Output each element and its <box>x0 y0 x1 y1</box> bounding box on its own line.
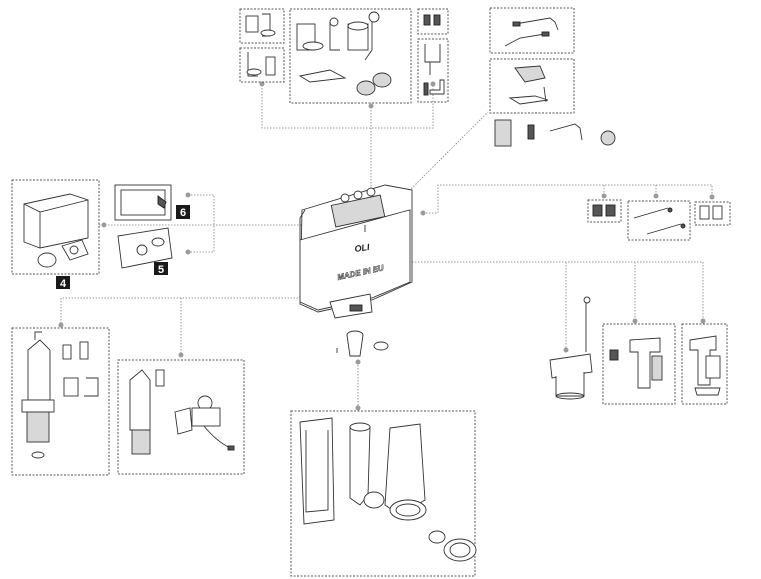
leader-wall-clips <box>423 184 713 214</box>
group-actuator-brackets-small-bottom[interactable] <box>239 47 285 83</box>
hose-part[interactable] <box>549 123 583 141</box>
group-fill-valve-kit-a[interactable] <box>602 323 676 405</box>
group-bracket-kit-right[interactable] <box>417 38 449 103</box>
group-hoses-kit[interactable] <box>489 7 575 54</box>
cistern-brand: OLI <box>354 242 371 254</box>
group-wall-clips-right[interactable] <box>694 201 731 226</box>
leader-top-brackets <box>261 82 434 129</box>
callout-5-badge <box>154 262 168 275</box>
frame-part-6[interactable] <box>114 184 172 221</box>
group-wall-clips-left[interactable] <box>587 199 622 223</box>
group-flush-pipe-kit[interactable] <box>290 410 477 577</box>
leader-flush-valve-pneumatic <box>60 297 322 325</box>
filter-cap[interactable] <box>600 130 616 146</box>
group-fixing-rods-kit[interactable] <box>627 200 691 241</box>
leader-top-right-diagonal <box>389 111 489 211</box>
group-screws-kit[interactable] <box>417 8 449 35</box>
mounting-plate-part-5[interactable] <box>117 227 173 269</box>
fill-valve-float-assembly[interactable] <box>549 296 593 400</box>
group-flush-valve-kit-electronic[interactable] <box>117 359 245 475</box>
callout-6-label: 6 <box>180 207 186 219</box>
callout-4-badge <box>56 276 70 289</box>
o-ring[interactable] <box>373 341 389 351</box>
callout-6-badge <box>176 205 190 219</box>
loose-parts-right-top <box>494 119 616 147</box>
callout-5-label: 5 <box>158 264 164 276</box>
leader-fill-valves <box>400 261 704 323</box>
group-fill-valve-kit-b[interactable] <box>681 323 728 405</box>
outlet-connector[interactable] <box>336 330 389 357</box>
group-actuator-mechanism-kit[interactable] <box>289 8 412 104</box>
valve-nut[interactable] <box>527 124 535 140</box>
cistern-body[interactable]: OLI MADE IN EU <box>299 184 413 319</box>
callout-4-label: 4 <box>60 278 67 290</box>
group-protection-box-kit[interactable] <box>11 179 100 275</box>
group-actuator-brackets-small-top[interactable] <box>239 8 285 44</box>
leader-frames <box>188 194 215 253</box>
group-valve-mechanism-kit[interactable] <box>489 58 575 114</box>
group-flush-valve-kit-pneumatic[interactable] <box>11 327 110 476</box>
bracket-part[interactable] <box>494 119 512 147</box>
